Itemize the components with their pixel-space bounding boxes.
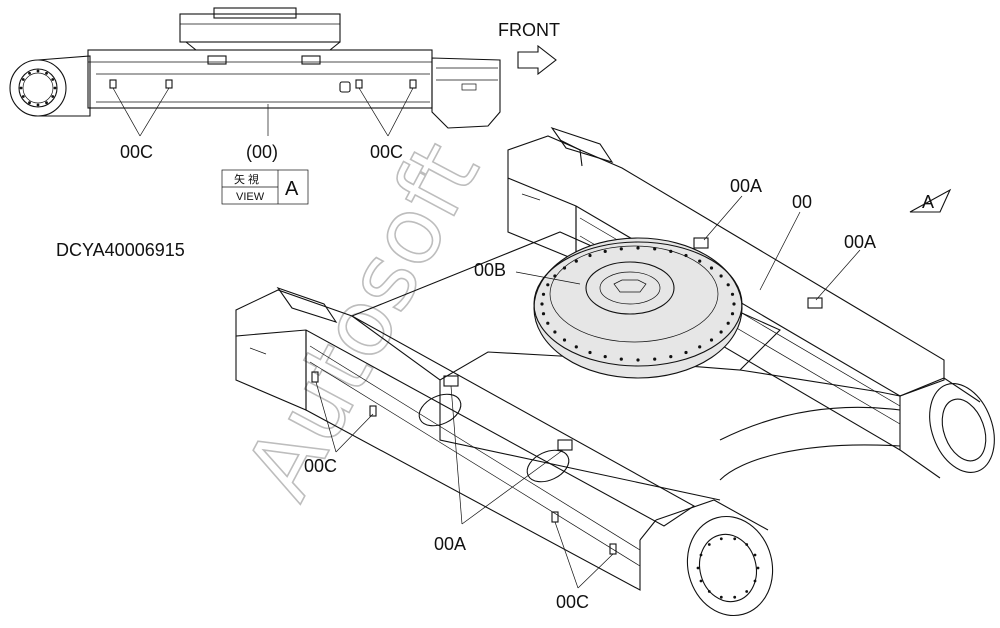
bolt-hole	[619, 247, 623, 251]
idler-hole	[53, 86, 57, 90]
bolt-hole	[562, 338, 567, 342]
bolt-hole	[636, 246, 640, 250]
bolt-hole	[546, 283, 550, 287]
idler-hole	[699, 553, 703, 557]
idler-hole	[51, 78, 55, 81]
bolt-hole	[588, 350, 592, 355]
bolt-hole	[653, 247, 657, 251]
bolt-hole	[553, 274, 557, 278]
bolt-hole	[684, 253, 688, 258]
bolt-hole	[588, 253, 592, 258]
view-box-view: VIEW	[236, 191, 265, 203]
idler-hole	[707, 590, 711, 593]
bolt-hole	[732, 302, 736, 306]
bolt-hole	[709, 266, 714, 270]
bolt-hole	[730, 292, 735, 296]
callout-00a-bottom: 00A	[434, 534, 466, 554]
bolt-hole	[541, 292, 546, 296]
bolt-hole	[574, 345, 578, 349]
callout-00c-top-right: 00C	[370, 142, 403, 162]
bolt-hole	[540, 302, 544, 306]
idler-hole	[28, 71, 31, 75]
idler-hole	[733, 595, 737, 599]
idler-hole	[753, 579, 757, 583]
bolt-hole	[669, 355, 673, 359]
idler-hole	[45, 101, 48, 105]
front-arrow-icon	[517, 44, 557, 76]
idler-hole	[719, 537, 723, 541]
bolt-hole	[541, 312, 546, 316]
bolt-hole	[684, 350, 688, 355]
drawing-id: DCYA40006915	[56, 240, 185, 260]
view-marker: A	[909, 188, 952, 213]
idler-hole	[19, 86, 23, 90]
idler-hole	[51, 95, 55, 98]
callout-00c-bottom: 00C	[556, 592, 589, 612]
idler-hole	[28, 101, 31, 105]
watermark-text: Autosoft	[225, 125, 500, 515]
bolt-hole	[709, 338, 714, 342]
idler-hole	[745, 590, 749, 593]
idler-hole	[733, 537, 737, 541]
main-leader-lines	[315, 195, 861, 589]
front-label: FRONT	[498, 20, 560, 40]
idler-hole	[36, 103, 40, 107]
bolt-hole	[603, 355, 607, 359]
callout-00c-top-left: 00C	[120, 142, 153, 162]
idler-hole	[707, 543, 711, 546]
bolt-hole	[726, 321, 730, 325]
bolt-hole	[603, 249, 607, 253]
idler-hole	[719, 595, 723, 599]
bolt-hole	[719, 330, 723, 334]
bolt-hole	[730, 312, 735, 316]
callout-00a-top: 00A	[730, 176, 762, 196]
bolt-hole	[553, 330, 557, 334]
bolt-hole	[653, 357, 657, 361]
idler-hole	[699, 579, 703, 583]
view-box-letter: A	[285, 178, 299, 200]
bolt-hole	[719, 274, 723, 278]
bolt-hole	[669, 249, 673, 253]
swing-circle-bolt-holes	[540, 246, 736, 362]
side-view-drawing	[9, 7, 501, 137]
callout-00a-right: 00A	[844, 232, 876, 252]
view-box-kanji: 矢 視	[234, 172, 259, 186]
callout-00b: 00B	[474, 260, 506, 280]
idler-bolt-holes	[19, 69, 760, 599]
bolt-hole	[698, 345, 702, 349]
bolt-hole	[636, 358, 640, 362]
idler-hole	[696, 566, 700, 570]
idler-hole	[745, 543, 749, 546]
callout-00: 00	[792, 192, 812, 212]
view-marker-letter: A	[922, 192, 934, 212]
callout-00c-left: 00C	[304, 456, 337, 476]
track-frame-iso	[235, 126, 995, 617]
bolt-hole	[546, 321, 550, 325]
idler-hole	[753, 553, 757, 557]
bolt-hole	[698, 259, 702, 263]
bolt-hole	[619, 357, 623, 361]
callout-00-top-center: (00)	[246, 142, 278, 162]
bolt-hole	[726, 283, 730, 287]
view-label-box: 矢 視 VIEW A	[221, 169, 309, 205]
watermark: Autosoft	[224, 125, 501, 516]
bolt-hole	[574, 259, 578, 263]
bolt-hole	[562, 266, 567, 270]
idler-hole	[756, 566, 760, 570]
idler-hole	[36, 69, 40, 73]
idler-hole	[21, 78, 25, 81]
idler-hole	[45, 71, 48, 75]
idler-hole	[21, 95, 25, 98]
